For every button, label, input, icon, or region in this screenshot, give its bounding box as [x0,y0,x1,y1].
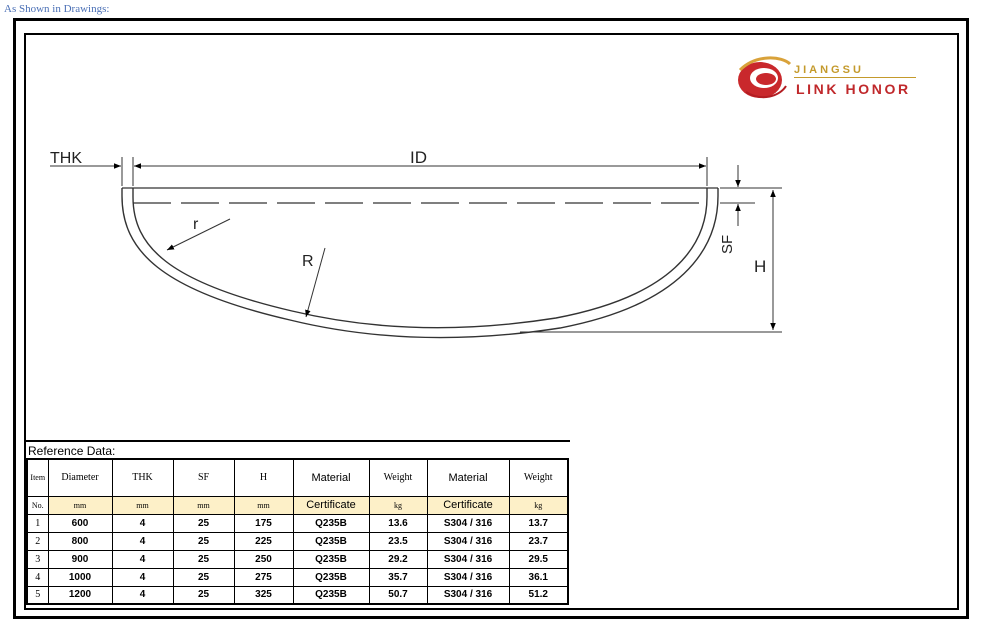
r-large-leader [305,247,326,318]
header-cell: Item [26,458,49,497]
table-cell: 1000 [47,567,113,587]
reference-table: Item Diameter THK SF H Material Weight M… [26,458,569,605]
table-cell: Q235B [292,585,370,605]
table-cell: 25 [172,567,235,587]
table-row: 5 1200 4 25 325 Q235B 50.7 S304 / 316 51… [26,585,569,605]
table-cell: 1 [26,513,49,533]
table-row: 2 800 4 25 225 Q235B 23.5 S304 / 316 23.… [26,531,569,551]
head-inner-profile [132,188,708,329]
id-label: ID [410,148,427,167]
table-cell: Q235B [292,567,370,587]
header-cell: mm [47,495,113,515]
table-cell: 50.7 [368,585,428,605]
table-cell: S304 / 316 [426,567,510,587]
header-cell: mm [233,495,294,515]
table-cell: 25 [172,549,235,569]
table-cell: 800 [47,531,113,551]
header-cell: THK [111,458,174,497]
table-cell: 51.2 [508,585,569,605]
table-cell: S304 / 316 [426,531,510,551]
table-header-row-1: Item Diameter THK SF H Material Weight M… [26,458,569,497]
header-cell: mm [111,495,174,515]
table-cell: 25 [172,585,235,605]
table-cell: 29.2 [368,549,428,569]
reference-title: Reference Data: [26,440,570,458]
logo-divider [794,77,916,78]
sf-label: SF [719,235,736,254]
table-cell: 600 [47,513,113,533]
table-cell: 325 [233,585,294,605]
table-cell: 4 [111,585,174,605]
thk-label: THK [50,150,82,167]
table-cell: 175 [233,513,294,533]
table-cell: 2 [26,531,49,551]
r-large-label: R [302,253,314,270]
header-cell: No. [26,495,49,515]
header-cell: Weight [368,458,428,497]
header-cell: Material [426,458,510,497]
header-cell: SF [172,458,235,497]
table-cell: 25 [172,513,235,533]
table-header-row-2: No. mm mm mm mm Certificate kg Certifica… [26,495,569,515]
table-cell: S304 / 316 [426,513,510,533]
header-cell: mm [172,495,235,515]
table-cell: 29.5 [508,549,569,569]
header-cell: H [233,458,294,497]
table-cell: 4 [111,567,174,587]
table-row: 1 600 4 25 175 Q235B 13.6 S304 / 316 13.… [26,513,569,533]
header-cell: Certificate [292,495,370,515]
table-cell: 23.5 [368,531,428,551]
r-small-leader [166,218,231,251]
table-cell: 1200 [47,585,113,605]
table-cell: 275 [233,567,294,587]
logo-emblem-icon [738,56,792,99]
header-cell: Material [292,458,370,497]
table-cell: 4 [111,549,174,569]
h-label: H [754,257,766,276]
table-cell: 900 [47,549,113,569]
table-cell: 4 [111,513,174,533]
header-cell: Diameter [47,458,113,497]
table-cell: 13.6 [368,513,428,533]
header-cell: kg [508,495,569,515]
table-cell: Q235B [292,549,370,569]
table-cell: 3 [26,549,49,569]
table-cell: 4 [111,531,174,551]
company-logo: JIANGSU LINK HONOR [736,52,926,104]
table-cell: 23.7 [508,531,569,551]
head-outer-profile [121,188,719,339]
header-cell: Certificate [426,495,510,515]
table-cell: 36.1 [508,567,569,587]
r-small-label: r [193,216,199,233]
header-cell: kg [368,495,428,515]
table-cell: 5 [26,585,49,605]
header-cell: Weight [508,458,569,497]
table-cell: S304 / 316 [426,549,510,569]
outer-frame [13,18,969,619]
table-row: 4 1000 4 25 275 Q235B 35.7 S304 / 316 36… [26,567,569,587]
drawing-caption: As Shown in Drawings: [4,3,110,15]
logo-bottom-text: LINK HONOR [796,81,911,97]
table-cell: 13.7 [508,513,569,533]
table-cell: 25 [172,531,235,551]
table-cell: 250 [233,549,294,569]
table-row: 3 900 4 25 250 Q235B 29.2 S304 / 316 29.… [26,549,569,569]
table-cell: 4 [26,567,49,587]
table-cell: S304 / 316 [426,585,510,605]
table-cell: Q235B [292,531,370,551]
table-cell: 225 [233,531,294,551]
table-cell: Q235B [292,513,370,533]
table-cell: 35.7 [368,567,428,587]
logo-top-text: JIANGSU [794,64,864,76]
inner-frame [24,33,959,610]
